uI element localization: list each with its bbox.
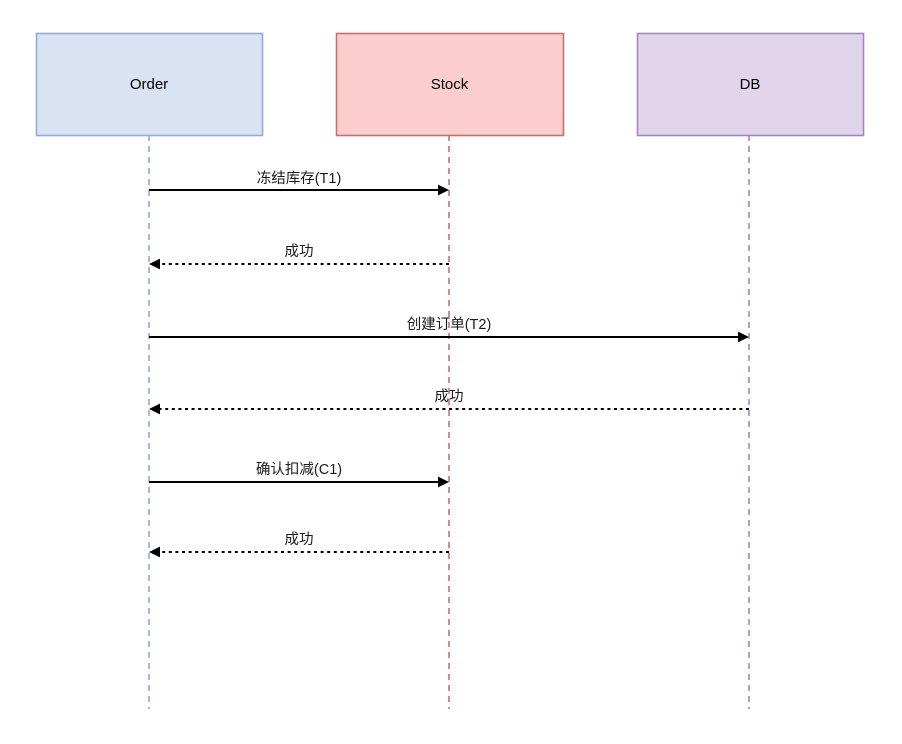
participant-box-stock[interactable] bbox=[335, 32, 565, 137]
message-m3[interactable]: 创建订单(T2) bbox=[149, 316, 749, 343]
participant-order[interactable]: Order bbox=[35, 32, 264, 137]
message-label-m5: 确认扣减(C1) bbox=[256, 461, 342, 478]
participant-db[interactable]: DB bbox=[636, 32, 865, 137]
message-label-m1: 冻结库存(T1) bbox=[257, 169, 342, 187]
participants-layer: Order Stock DB bbox=[35, 32, 865, 137]
message-label-m3: 创建订单(T2) bbox=[407, 316, 492, 333]
arrowhead-m3 bbox=[738, 331, 749, 343]
message-m4[interactable]: 成功 bbox=[149, 388, 749, 415]
participant-label-stock: Stock bbox=[431, 76, 469, 93]
arrowhead-m5 bbox=[438, 476, 449, 488]
lifelines-layer bbox=[148, 135, 750, 709]
message-m2[interactable]: 成功 bbox=[149, 243, 449, 270]
arrowhead-m1 bbox=[438, 184, 449, 196]
message-m6[interactable]: 成功 bbox=[149, 531, 449, 558]
participant-label-order: Order bbox=[130, 76, 168, 93]
message-m5[interactable]: 确认扣减(C1) bbox=[149, 461, 449, 488]
message-m1[interactable]: 冻结库存(T1) bbox=[149, 169, 449, 196]
message-label-m2: 成功 bbox=[285, 243, 314, 260]
participant-stock[interactable]: Stock bbox=[335, 32, 565, 137]
participant-box-db[interactable] bbox=[636, 32, 865, 137]
message-label-m4: 成功 bbox=[435, 388, 464, 405]
arrowhead-m2 bbox=[149, 258, 160, 270]
participant-box-order[interactable] bbox=[35, 32, 264, 137]
participant-label-db: DB bbox=[740, 76, 761, 93]
message-label-m6: 成功 bbox=[285, 531, 314, 548]
arrowhead-m6 bbox=[149, 546, 160, 558]
arrowhead-m4 bbox=[149, 403, 160, 415]
